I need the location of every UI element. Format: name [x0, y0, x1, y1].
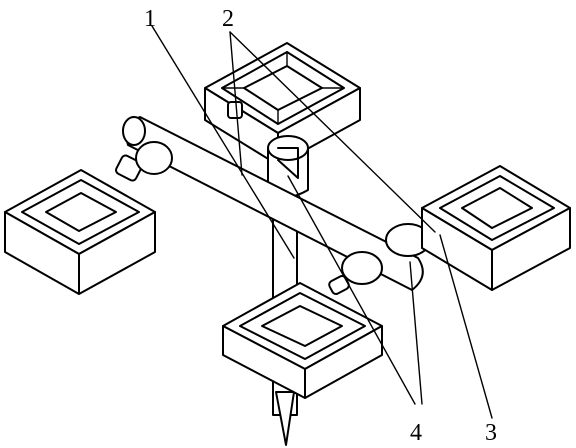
top-box-journal: [227, 101, 243, 119]
label-4: 4: [410, 420, 422, 446]
label-2: 2: [222, 6, 234, 32]
box-top: [204, 42, 361, 166]
leader-lines: [151, 25, 493, 419]
box-left: [4, 169, 156, 295]
left-journal: [115, 141, 173, 182]
central-hub: [267, 135, 309, 198]
label-3: 3: [485, 420, 497, 446]
label-1: 1: [144, 6, 156, 32]
box-bottom: [222, 282, 383, 399]
box-right: [421, 165, 571, 291]
main-arm: [122, 116, 424, 291]
lower-journal: [328, 251, 383, 295]
